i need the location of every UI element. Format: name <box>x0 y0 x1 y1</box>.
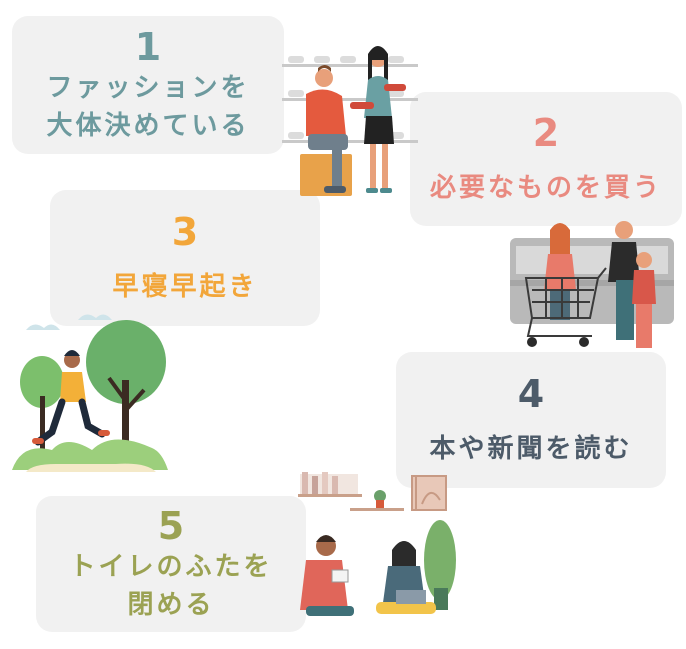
jogging-illustration <box>12 314 168 472</box>
card-text-line: ファッションを <box>46 73 250 103</box>
card-number: 1 <box>134 25 162 69</box>
card-number: 3 <box>171 210 199 254</box>
card-2: 2 必要なものを買う <box>410 92 682 226</box>
card-3: 3 早寝早起き <box>50 190 320 326</box>
shoe-store-illustration <box>282 46 418 196</box>
card-text-line: 閉める <box>127 590 215 620</box>
wall-frame-illustration <box>415 475 447 511</box>
card-text-line: 早寝早起き <box>112 272 258 302</box>
card-text-line: 大体決めている <box>46 111 250 141</box>
supermarket-illustration <box>510 221 674 348</box>
card-5: 5 トイレのふたを 閉める <box>36 496 306 632</box>
card-text-line: 本や新聞を読む <box>429 434 633 464</box>
card-text-line: 必要なものを買う <box>429 173 662 203</box>
card-number: 5 <box>157 504 185 548</box>
card-text-line: トイレのふたを <box>69 552 273 582</box>
card-number: 2 <box>532 111 560 155</box>
card-4: 4 本や新聞を読む <box>396 352 666 488</box>
card-number: 4 <box>517 372 545 416</box>
card-1: 1 ファッションを 大体決めている <box>12 16 284 154</box>
